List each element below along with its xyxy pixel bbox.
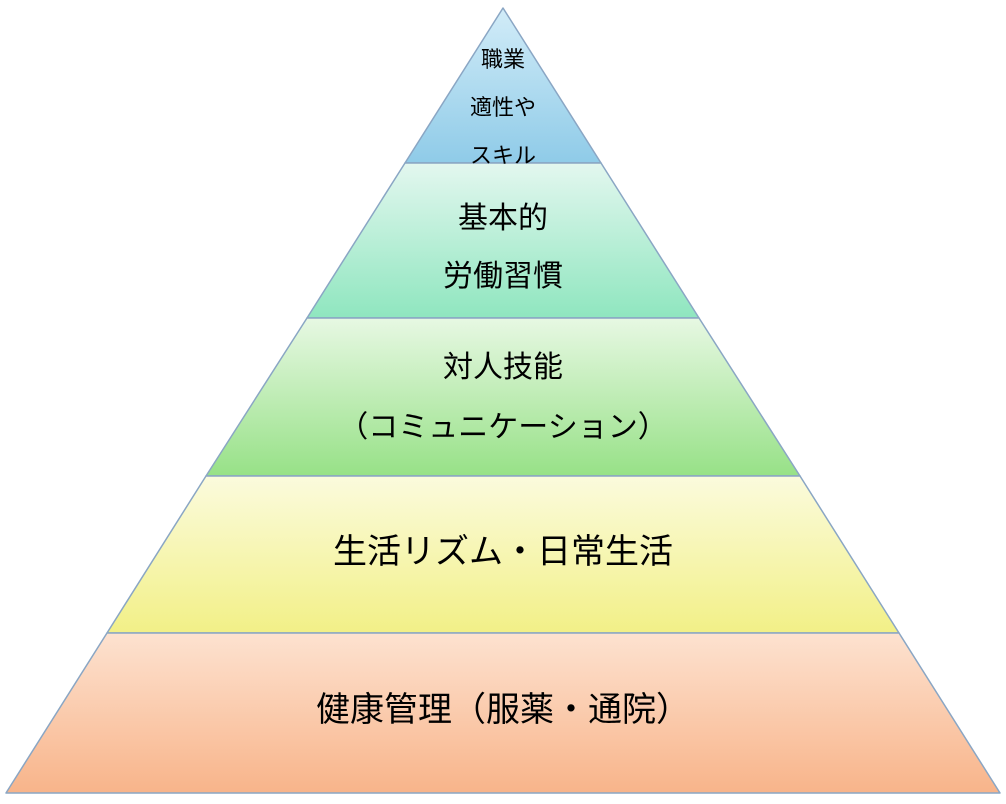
tier-work-habits-line-2: 労働習慣 (443, 259, 563, 294)
tier-work-habits-line-1: 基本的 (458, 201, 548, 236)
tier-work-habits-label: 基本的 労働習慣 (0, 190, 1006, 306)
tier-skills-line-1: 職業 (480, 48, 525, 73)
tier-skills-line-3: スキル (469, 144, 536, 169)
tier-skills-label: 職業 適性や スキル (0, 37, 1006, 181)
tier-interpersonal-label: 対人技能 （コミュニケーション） (0, 338, 1006, 458)
tier-health-line-1: 健康管理（服薬・通院） (316, 690, 690, 730)
tier-interpersonal-line-2: （コミュニケーション） (338, 410, 668, 445)
tier-interpersonal-line-1: 対人技能 (443, 350, 563, 385)
tier-skills-line-2: 適性や (469, 96, 536, 121)
tier-daily-life-line-1: 生活リズム・日常生活 (333, 532, 673, 572)
tier-daily-life-label: 生活リズム・日常生活 (0, 530, 1006, 574)
tier-health-label: 健康管理（服薬・通院） (0, 688, 1006, 732)
tier-health-shape (5, 632, 1001, 794)
